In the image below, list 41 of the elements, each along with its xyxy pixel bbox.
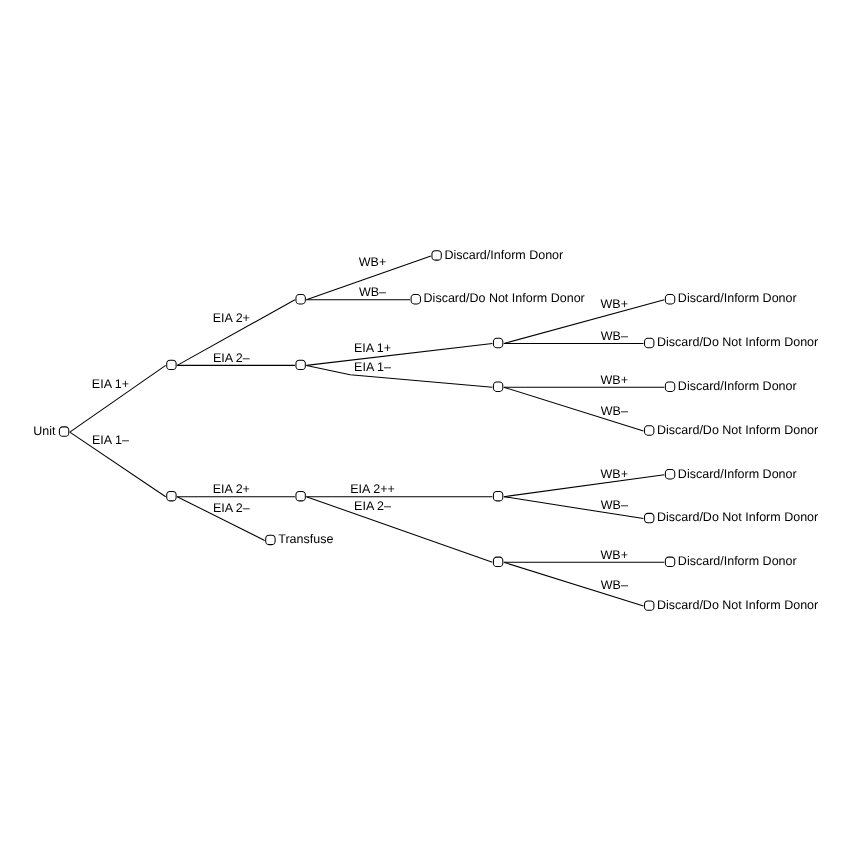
node-box [644, 337, 655, 349]
connector [69, 431, 167, 498]
connector [503, 386, 644, 432]
node-box [295, 294, 306, 305]
connector [176, 496, 296, 498]
connector [503, 386, 665, 388]
connector [69, 364, 167, 433]
node-box [295, 359, 306, 371]
node-box [492, 556, 504, 568]
connector [305, 496, 493, 563]
connector [305, 364, 493, 388]
connector [503, 474, 665, 498]
node-box [295, 490, 306, 502]
connector [305, 343, 493, 366]
connector [503, 561, 644, 607]
node-box [492, 337, 504, 349]
node-box [664, 294, 676, 305]
connector [305, 496, 493, 498]
node-box [410, 294, 421, 305]
node-box [644, 425, 655, 436]
connector [503, 561, 665, 563]
node-box [492, 490, 504, 502]
node-box [644, 512, 655, 524]
node-box [166, 490, 177, 502]
connector [305, 255, 432, 301]
connector [503, 496, 644, 520]
node-box [58, 426, 70, 437]
connector [176, 299, 296, 366]
node-box [492, 381, 504, 392]
node-box [664, 381, 676, 392]
node-box [166, 359, 177, 371]
node-box [664, 556, 676, 568]
node-box [644, 600, 655, 611]
connector [503, 299, 665, 345]
connector [503, 343, 644, 345]
connector [176, 496, 266, 541]
node-box [265, 534, 276, 546]
node-box [431, 250, 442, 261]
node-box [664, 469, 676, 480]
connector [305, 299, 411, 301]
connector [176, 364, 296, 366]
